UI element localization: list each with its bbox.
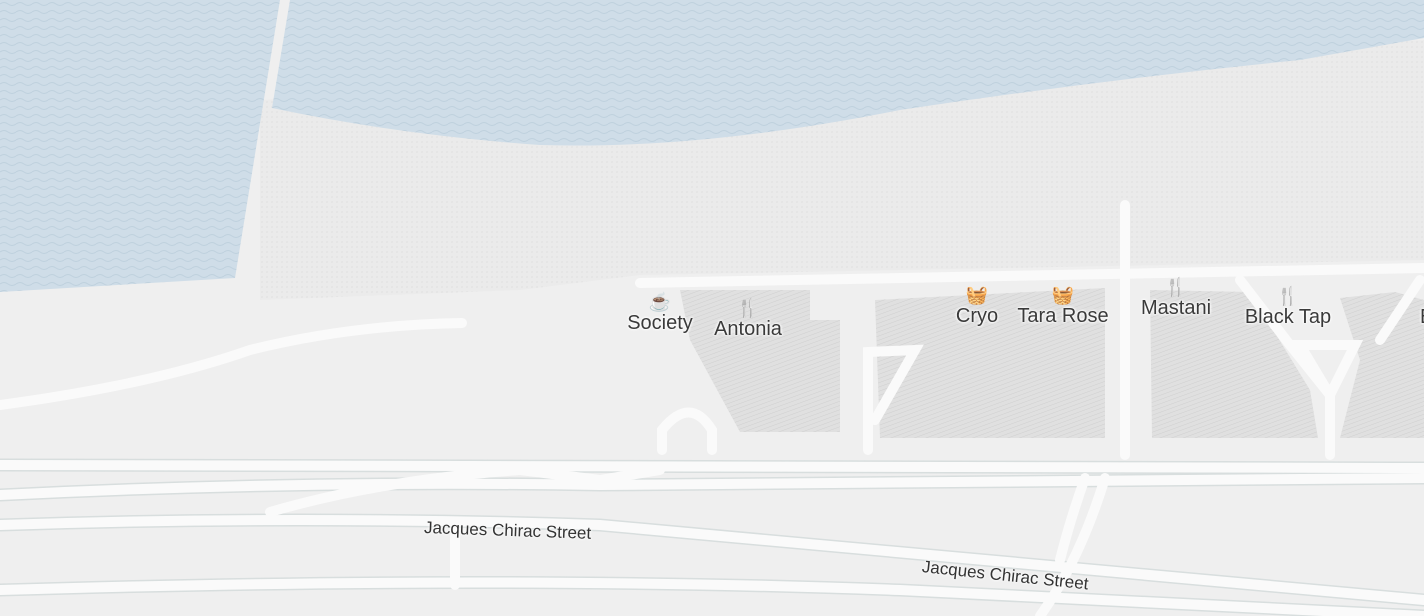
poi-black-tap[interactable]: 🍴 Black Tap — [1244, 286, 1332, 328]
poi-cryo[interactable]: 🧺 Cryo — [955, 285, 999, 327]
shopping-basket-icon: 🧺 — [1051, 285, 1075, 305]
roads — [0, 200, 1424, 616]
coffee-cup-icon: ☕ — [648, 292, 672, 312]
poi-mastani[interactable]: 🍴 Mastani — [1140, 277, 1212, 319]
buildings — [680, 288, 1424, 438]
shopping-basket-icon: 🧺 — [965, 285, 989, 305]
fork-knife-icon: 🍴 — [1276, 286, 1300, 306]
poi-partial[interactable]: E — [1420, 306, 1424, 329]
fork-knife-icon: 🍴 — [1164, 277, 1188, 297]
poi-antonia[interactable]: 🍴 Antonia — [714, 298, 782, 340]
poi-society[interactable]: ☕ Society — [627, 292, 693, 334]
water-top — [272, 0, 1424, 146]
fork-knife-icon: 🍴 — [736, 298, 760, 318]
water-left — [0, 0, 280, 292]
poi-tara-rose[interactable]: 🧺 Tara Rose — [1017, 285, 1109, 327]
